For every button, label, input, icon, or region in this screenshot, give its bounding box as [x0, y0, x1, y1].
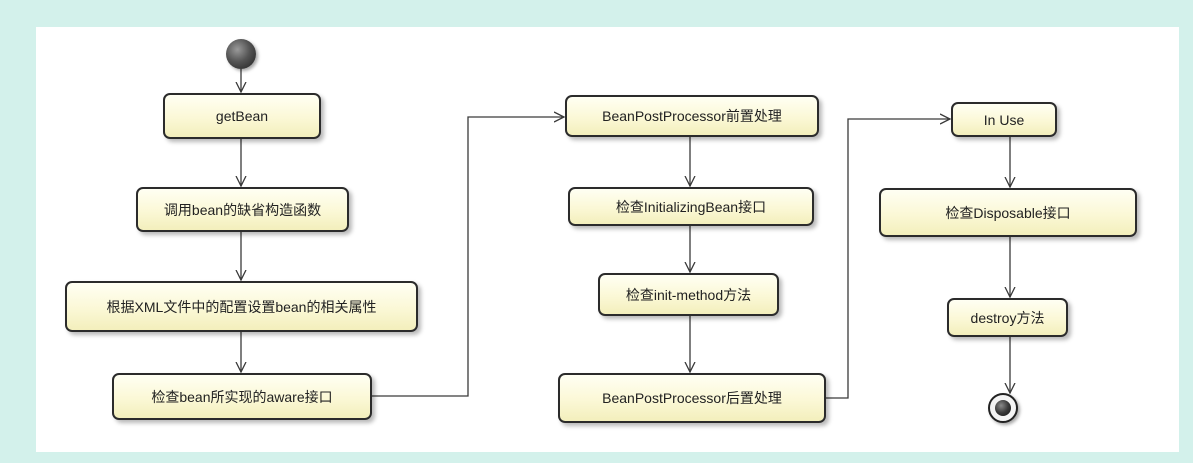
- end-node: [988, 393, 1018, 423]
- node-check-init-method: 检查init-method方法: [598, 273, 779, 316]
- node-in-use: In Use: [951, 102, 1057, 137]
- start-node: [226, 39, 256, 69]
- node-check-disposable: 检查Disposable接口: [879, 188, 1137, 237]
- node-check-initializing-bean: 检查InitializingBean接口: [568, 187, 814, 226]
- node-destroy-method: destroy方法: [947, 298, 1068, 337]
- node-check-aware: 检查bean所实现的aware接口: [112, 373, 372, 420]
- node-bpp-after: BeanPostProcessor后置处理: [558, 373, 826, 423]
- node-bpp-before: BeanPostProcessor前置处理: [565, 95, 819, 137]
- node-set-props-from-xml: 根据XML文件中的配置设置bean的相关属性: [65, 281, 418, 332]
- node-get-bean: getBean: [163, 93, 321, 139]
- end-node-core: [995, 400, 1011, 416]
- node-call-default-constructor: 调用bean的缺省构造函数: [136, 187, 349, 232]
